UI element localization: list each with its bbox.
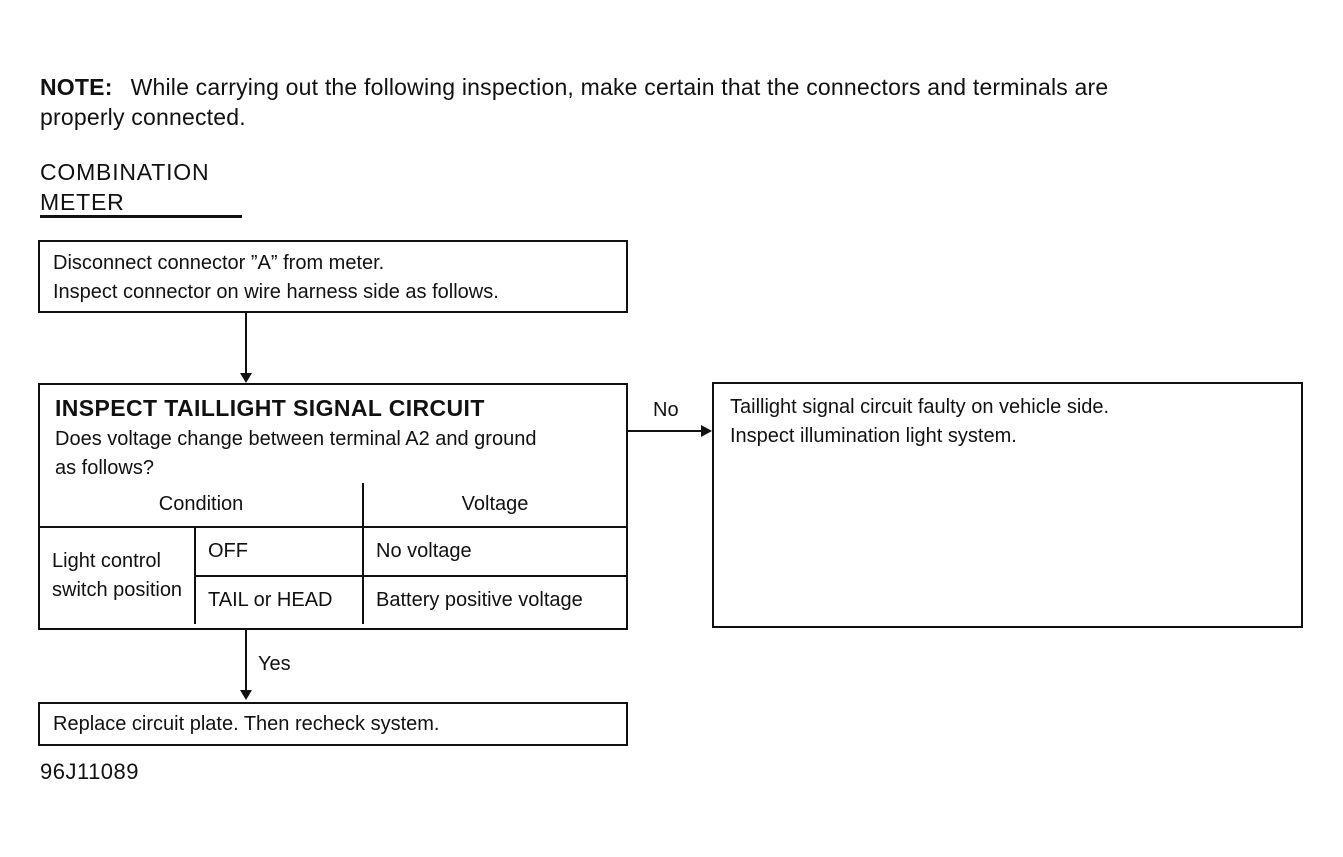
decision-box-text: INSPECT TAILLIGHT SIGNAL CIRCUIT Does vo… — [40, 385, 626, 483]
note-paragraph: NOTE: While carrying out the following in… — [40, 72, 1315, 132]
arrow-right-head-no-icon — [701, 425, 712, 437]
decision-box-question-line2: as follows? — [55, 457, 154, 479]
figure-number: 96J11089 — [40, 759, 140, 784]
table-cell-voltage-off: No voltage — [362, 526, 628, 577]
branch-label-no: No — [653, 399, 679, 421]
arrow-down-head-1-icon — [240, 373, 252, 383]
note-label: NOTE: — [40, 74, 113, 100]
section-heading: COMBINATION METER — [40, 157, 209, 217]
no-result-line2: Inspect illumination light system. — [730, 425, 1017, 447]
step-box-line1: Disconnect connector ”A” from meter. — [53, 252, 385, 274]
section-heading-line2: METER — [40, 189, 125, 215]
step-box-line2: Inspect connector on wire harness side a… — [53, 281, 499, 303]
step-box-disconnect-connector: Disconnect connector ”A” from meter. Ins… — [38, 240, 628, 313]
section-heading-line1: COMBINATION — [40, 159, 210, 185]
table-header-voltage: Voltage — [362, 482, 628, 528]
table-row: TAIL or HEAD Battery positive voltage — [40, 575, 628, 625]
result-box-yes-replace-circuit-plate: Replace circuit plate. Then recheck syst… — [38, 702, 628, 746]
table-cell-condition-tail: TAIL or HEAD — [193, 575, 365, 625]
arrow-down-connector-1 — [245, 313, 247, 375]
condition-voltage-table: Condition Voltage Light control switch p… — [38, 482, 628, 625]
arrow-down-head-yes-icon — [240, 690, 252, 700]
arrow-down-connector-yes — [245, 630, 247, 692]
result-box-no-circuit-faulty: Taillight signal circuit faulty on vehic… — [712, 382, 1303, 628]
table-cell-condition-off: OFF — [193, 526, 365, 577]
table-cell-row-label: Light control switch position — [39, 526, 196, 625]
no-result-line1: Taillight signal circuit faulty on vehic… — [730, 396, 1110, 418]
table-cell-voltage-tail: Battery positive voltage — [362, 575, 628, 625]
table-header-condition: Condition — [38, 482, 365, 528]
table-row: Light control switch position OFF No vol… — [39, 526, 628, 625]
decision-box-title: INSPECT TAILLIGHT SIGNAL CIRCUIT — [55, 395, 485, 421]
yes-result-text: Replace circuit plate. Then recheck syst… — [53, 712, 440, 735]
branch-label-yes: Yes — [258, 653, 291, 675]
note-text-line2: properly connected. — [40, 104, 246, 130]
decision-box-question-line1: Does voltage change between terminal A2 … — [55, 428, 537, 450]
arrow-right-connector-no — [628, 430, 702, 432]
section-heading-underline — [40, 215, 242, 218]
table-header-row: Condition Voltage — [38, 482, 628, 528]
decision-box-inspect-taillight-circuit: INSPECT TAILLIGHT SIGNAL CIRCUIT Does vo… — [38, 383, 628, 630]
note-text-line1: While carrying out the following inspect… — [130, 74, 1109, 100]
